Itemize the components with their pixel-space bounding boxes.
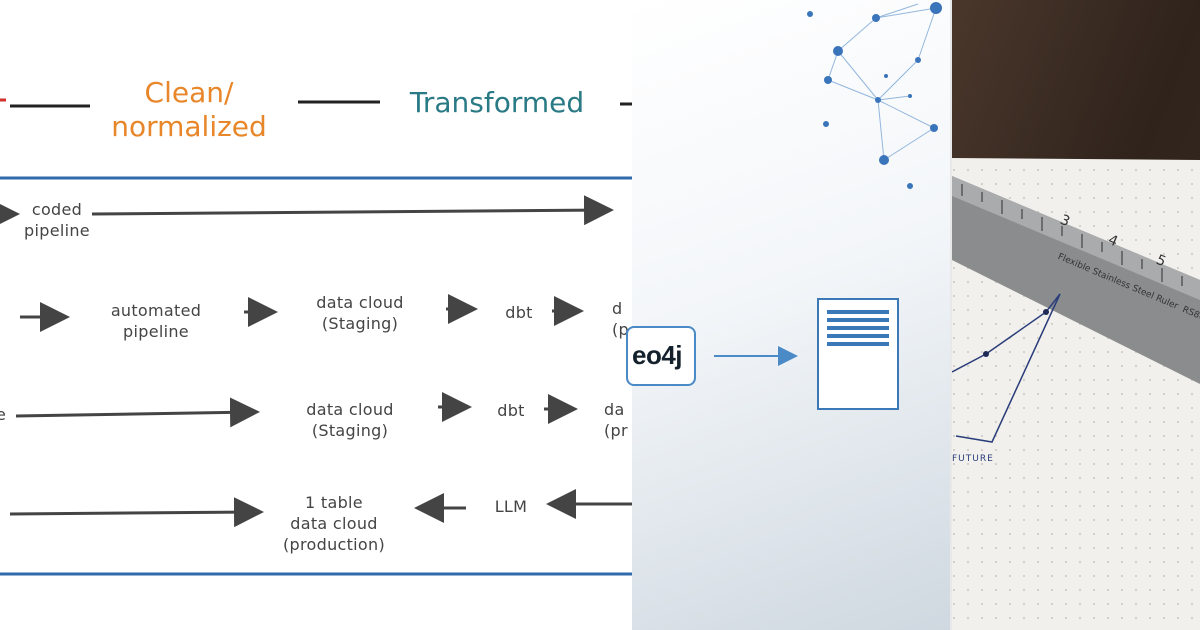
pipeline-sketch-panel: Clean/ normalized Transformed coded pipe… bbox=[0, 76, 632, 576]
network-graph bbox=[714, 2, 942, 366]
notebook-future-label: FUTURE bbox=[952, 454, 994, 464]
row1-arrow-long bbox=[91, 195, 614, 226]
document-line bbox=[827, 318, 889, 322]
document-line bbox=[827, 326, 889, 330]
row3-label-data-cloud-staging: data cloud (Staging) bbox=[306, 400, 394, 440]
graph-graphic-panel bbox=[632, 0, 950, 630]
row4-arrow-long bbox=[9, 497, 264, 528]
row2-label-dbt: dbt bbox=[505, 303, 533, 322]
row2-label-data-cloud-staging: data cloud (Staging) bbox=[316, 293, 404, 333]
row3-label-cut-off: da (pr bbox=[604, 400, 628, 440]
stage-header-transformed: Transformed bbox=[409, 86, 585, 119]
graph-db-node-label: eo4j bbox=[632, 340, 683, 370]
notebook-sketch-line bbox=[952, 293, 1061, 373]
row2-label-automated-pipeline: automated pipeline bbox=[110, 301, 202, 341]
notebook-sketch-bracket bbox=[955, 293, 1061, 443]
row4-label-llm: LLM bbox=[494, 497, 528, 516]
notebook-photo bbox=[952, 0, 1200, 630]
notebook-photo-panel: Flexible Stainless Steel Ruler RS80-12 3… bbox=[952, 0, 1200, 630]
graph-db-node bbox=[626, 326, 696, 386]
document-icon bbox=[817, 298, 899, 410]
row3-label-dbt: dbt bbox=[497, 401, 525, 420]
row1-label-coded-pipeline: coded pipeline bbox=[24, 200, 90, 240]
ruler bbox=[952, 176, 1200, 384]
pipeline-arrows bbox=[0, 98, 632, 576]
document-line bbox=[827, 310, 889, 314]
row3-label-cut-off-left: e bbox=[0, 405, 7, 424]
document-line bbox=[827, 342, 889, 346]
row2-label-cut-off: d (p bbox=[612, 299, 629, 339]
document-line bbox=[827, 334, 889, 338]
stage-header-clean: Clean/ normalized bbox=[111, 76, 267, 143]
row3-arrow-long bbox=[15, 397, 260, 428]
row4-label-table-production: 1 table data cloud (production) bbox=[283, 493, 385, 554]
divider-right bbox=[950, 0, 952, 630]
